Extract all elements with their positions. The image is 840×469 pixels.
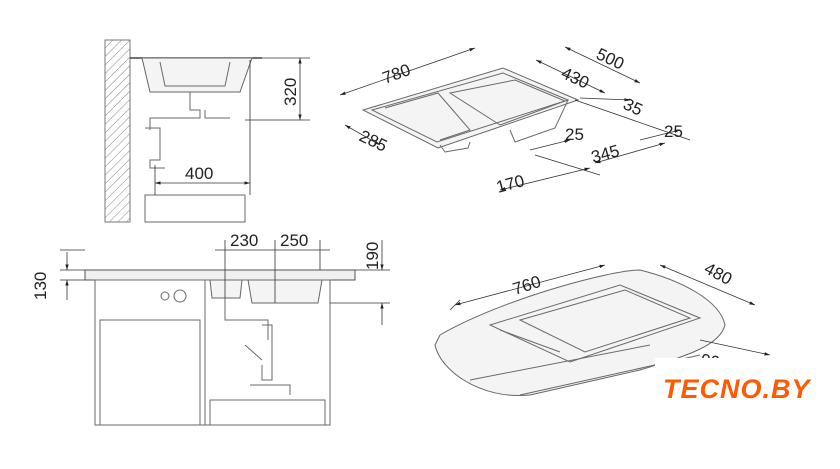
dim-190: 190 (363, 242, 382, 270)
dim-35: 35 (620, 94, 645, 119)
front-view: 130 190 230 250 (31, 231, 390, 426)
side-view-top: 320 400 (104, 39, 310, 223)
dim-780: 780 (380, 60, 413, 88)
iso-view-top: 780 500 430 35 285 25 345 25 170 (339, 44, 691, 197)
dim-500: 500 (593, 44, 627, 73)
dim-430: 430 (558, 63, 592, 92)
dim-130: 130 (31, 272, 50, 300)
drainer (209, 279, 243, 299)
dim-25-a: 25 (565, 125, 584, 144)
dim-230: 230 (230, 231, 258, 250)
dim-25-b: 25 (664, 122, 683, 141)
dim-250: 250 (280, 231, 308, 250)
logo-text: TECNO.BY (663, 374, 811, 404)
wall (104, 39, 131, 223)
sink-profile (141, 57, 253, 93)
dim-170: 170 (494, 171, 526, 197)
dim-285: 285 (356, 126, 390, 155)
bowl (247, 279, 323, 304)
brand-logo: TECNO.BY (655, 358, 840, 420)
dim-345: 345 (589, 141, 621, 167)
dim-400: 400 (185, 164, 213, 183)
countertop (84, 269, 356, 281)
dim-320: 320 (281, 78, 300, 106)
